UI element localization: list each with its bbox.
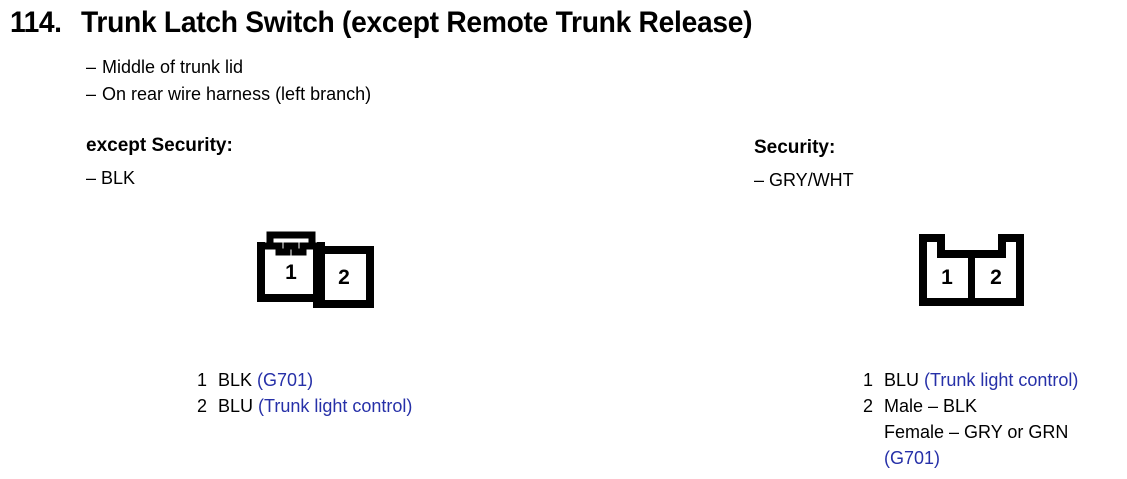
- pin-detail-line: BLU (Trunk light control): [218, 393, 412, 419]
- pin-row: 2 Male – BLK Female – GRY or GRN (G701): [863, 393, 1078, 471]
- section-wire-color: – GRY/WHT: [754, 170, 854, 190]
- dash-bullet-icon: –: [86, 84, 97, 104]
- pin-detail: BLU (Trunk light control): [884, 367, 1078, 393]
- dash-bullet-icon: –: [86, 57, 97, 77]
- location-item: –Middle of trunk lid: [86, 54, 371, 81]
- pin-note: (G701): [884, 448, 941, 468]
- pin-note: (Trunk light control): [924, 370, 1079, 390]
- pin-detail-line: Female – GRY or GRN: [884, 419, 1068, 445]
- connector-pin-label-1: 1: [285, 261, 297, 284]
- pin-wire-color: BLU: [884, 370, 920, 390]
- pin-row: 2 BLU (Trunk light control): [197, 393, 412, 419]
- pin-detail-line: Male – BLK: [884, 393, 1068, 419]
- pin-detail: Male – BLK Female – GRY or GRN (G701): [884, 393, 1068, 471]
- connector-diagram-security: 1 2: [915, 222, 1045, 317]
- pin-wire-color: BLK: [218, 370, 253, 390]
- item-number: 114.: [10, 6, 62, 39]
- pin-legend-security: 1 BLU (Trunk light control) 2 Male – BLK…: [863, 367, 1078, 471]
- location-item-label: On rear wire harness (left branch): [102, 84, 372, 104]
- location-list: –Middle of trunk lid –On rear wire harne…: [86, 54, 371, 108]
- connector-pin-label-2: 2: [338, 266, 350, 289]
- connector-pin-label-2: 2: [990, 266, 1002, 289]
- pin-wire-color: Male – BLK: [884, 396, 978, 416]
- page-title: 114. Trunk Latch Switch (except Remote T…: [10, 6, 795, 40]
- pin-legend-except-security: 1 BLK (G701) 2 BLU (Trunk light control): [197, 367, 412, 419]
- section-heading: Security:: [754, 137, 836, 158]
- title-text: Trunk Latch Switch (except Remote Trunk …: [80, 6, 753, 39]
- section-heading: except Security:: [86, 135, 233, 156]
- pin-wire-color: Female – GRY or GRN: [884, 422, 1069, 442]
- section-except-security: except Security: – BLK 1 2 1: [86, 135, 412, 419]
- location-item-label: Middle of trunk lid: [102, 57, 244, 77]
- pin-row: 1 BLU (Trunk light control): [863, 367, 1078, 393]
- section-security: Security: – GRY/WHT 1 2 1 BLU (Trunk lig…: [740, 0, 1127, 479]
- pin-detail: BLK (G701): [218, 367, 313, 393]
- pin-wire-color: BLU: [218, 396, 254, 416]
- pin-index: 2: [197, 396, 208, 416]
- pin-detail: BLU (Trunk light control): [218, 393, 412, 419]
- pin-detail-line: BLK (G701): [218, 367, 313, 393]
- pin-index: 2: [863, 396, 874, 416]
- pin-row: 1 BLK (G701): [197, 367, 412, 393]
- pin-note: (G701): [257, 370, 314, 390]
- pin-index: 1: [197, 370, 208, 390]
- location-item: –On rear wire harness (left branch): [86, 81, 371, 108]
- section-wire-color: – BLK: [86, 168, 136, 188]
- connector-pin-label-1: 1: [941, 266, 953, 289]
- pin-detail-line: (G701): [884, 445, 1068, 471]
- pin-detail-line: BLU (Trunk light control): [884, 367, 1078, 393]
- pin-note: (Trunk light control): [258, 396, 413, 416]
- pin-index: 1: [863, 370, 874, 390]
- connector-diagram-except-security: 1 2: [250, 222, 380, 317]
